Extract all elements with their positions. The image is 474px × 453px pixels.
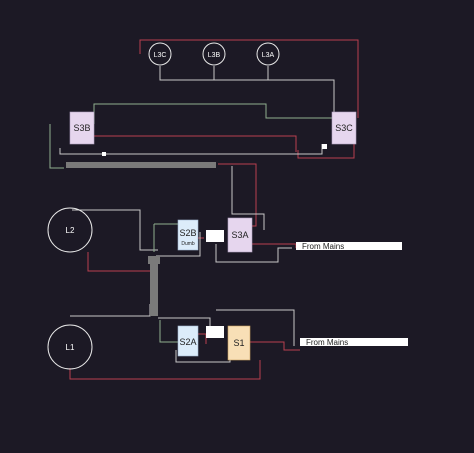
- wire-green-s3b-left: [49, 124, 64, 169]
- wire-grey-bus-mid: [156, 232, 201, 257]
- junction-box-upper: [206, 230, 224, 242]
- switch-s2a[interactable]: S2A: [177, 325, 199, 357]
- switch-s3c-label: S3C: [335, 123, 353, 133]
- wire-red-s2a-link: [198, 333, 207, 344]
- wire-grey-lamp-right: [268, 79, 335, 116]
- wire-red-l2-bottom: [87, 252, 152, 272]
- switch-s3a-label: S3A: [231, 230, 248, 240]
- switch-s3b[interactable]: S3B: [69, 111, 95, 145]
- lamp-l3b[interactable]: L3B: [202, 42, 226, 66]
- switch-s1[interactable]: S1: [227, 325, 251, 361]
- lamp-l2-label: L2: [66, 226, 75, 235]
- junction-box-lower: [206, 326, 224, 338]
- switch-s3c[interactable]: S3C: [331, 111, 357, 145]
- wire-green-s2a: [159, 320, 178, 343]
- switch-s3a[interactable]: S3A: [227, 217, 253, 253]
- lamp-l3b-label: L3B: [208, 52, 221, 59]
- green-wires: [49, 103, 334, 343]
- lamp-l3a[interactable]: L3A: [256, 42, 280, 66]
- wire-grey-s3b-mid: [59, 144, 323, 155]
- lamp-l3a-label: L3A: [262, 52, 275, 59]
- vertical-bus-bar: [150, 260, 158, 316]
- wire-red-s3a-mains: [252, 243, 297, 248]
- switch-s2b[interactable]: S2B Dumb: [177, 219, 199, 251]
- switch-s2b-label: S2B: [179, 228, 196, 238]
- wire-grey-l2-top: [72, 209, 158, 251]
- mains-top-label: From Mains: [302, 242, 344, 251]
- junction-dot-left: [102, 152, 106, 156]
- mains-bottom-label: From Mains: [306, 338, 348, 347]
- lamp-l3c[interactable]: L3C: [148, 42, 172, 66]
- wire-green-s3b-s3c: [93, 103, 334, 124]
- lamp-l1-label: L1: [66, 343, 75, 352]
- switch-s2a-label: S2A: [179, 337, 196, 347]
- grey-wires: [59, 66, 335, 363]
- junction-dot-right: [322, 144, 327, 149]
- lamp-l3c-label: L3C: [154, 52, 167, 59]
- wire-grey-s1-loop: [216, 309, 295, 346]
- wire-grey-s3a-down: [215, 244, 292, 263]
- wire-red-s3b-loop: [94, 135, 297, 152]
- wire-red-right-drop: [218, 163, 257, 227]
- horizontal-bus-bar: [66, 162, 216, 168]
- wire-grey-l1-top: [70, 304, 151, 317]
- switch-s1-label: S1: [233, 338, 244, 348]
- wire-grey-bus-s2a: [158, 317, 211, 326]
- mains-supply-bottom: From Mains: [300, 338, 408, 347]
- wire-grey-right-loop: [231, 166, 265, 230]
- switch-s2b-sublabel: Dumb: [181, 241, 195, 247]
- mains-supply-top: From Mains: [296, 242, 402, 251]
- bus-connector-top: [148, 256, 160, 264]
- wire-red-s1-mains: [250, 341, 300, 351]
- lamp-l1[interactable]: L1: [47, 324, 93, 370]
- switch-s3b-label: S3B: [73, 123, 90, 133]
- wire-red-l1-bottom: [69, 360, 261, 380]
- lamp-l2[interactable]: L2: [47, 207, 93, 253]
- wire-red-top-loop: [139, 39, 359, 118]
